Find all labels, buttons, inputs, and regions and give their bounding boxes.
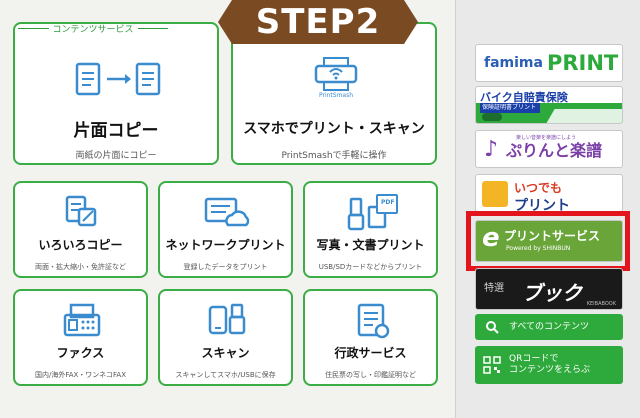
card-title: ファクス <box>56 346 105 360</box>
scan-icon <box>208 301 248 341</box>
qr-select-button[interactable]: QRコードで コンテンツをえらぶ <box>475 346 623 384</box>
e-logo-icon: e <box>482 223 500 253</box>
step-label: STEP2 <box>255 2 381 42</box>
government-doc-icon <box>353 301 393 341</box>
tile-subtitle: 保険証明書プリント <box>480 103 540 113</box>
keiba-book-tile[interactable]: 特選 ブック KEIBABOOK <box>475 268 623 310</box>
tile-title: プリントサービス <box>504 229 601 243</box>
card-subtitle: USB/SDカードなどからプリント <box>318 263 423 271</box>
pdf-badge: PDF <box>381 199 395 206</box>
tile-title: バイク自賠責保険 <box>480 91 568 104</box>
qr-code-icon <box>483 356 501 374</box>
divider <box>137 28 169 29</box>
tile-label: 特選 <box>484 283 504 294</box>
network-print-card[interactable]: ネットワークプリント 登録したデータをプリント <box>158 181 293 278</box>
decor-stripe <box>537 109 622 123</box>
card-title: ネットワークプリント <box>165 238 286 252</box>
print-sheet-music-tile[interactable]: ♪ 楽しい音楽を楽譜にしよう ぷりんと楽譜 <box>475 130 623 168</box>
various-copy-card[interactable]: いろいろコピー 両面・拡大縮小・免許証など <box>13 181 148 278</box>
all-contents-button[interactable]: すべてのコンテンツ <box>475 314 623 340</box>
card-subtitle: 国内/海外FAX・ワンネコFAX <box>34 371 126 379</box>
e-print-service-tile[interactable]: e プリントサービス Powered by SHINBUN <box>475 220 623 262</box>
card-subtitle: スキャンしてスマホ/USBに保存 <box>175 371 276 379</box>
character-illustration <box>482 181 508 207</box>
search-icon <box>483 318 501 336</box>
card-subtitle: PrintSmashで手軽に操作 <box>281 151 387 161</box>
fax-icon <box>63 303 103 339</box>
cloud-print-icon <box>204 195 250 231</box>
famima-print-tile[interactable]: famima PRINT <box>475 44 623 82</box>
card-title: いろいろコピー <box>38 238 123 252</box>
government-service-card[interactable]: 行政サービス 住民票の写し・印鑑証明など <box>303 289 438 386</box>
tile-title: いつでも <box>514 181 563 195</box>
card-title: 写真・文書プリント <box>316 238 425 252</box>
card-title: スキャン <box>201 346 250 360</box>
sidebar-title: コンテンツサービス <box>18 22 169 35</box>
button-label: QRコードで コンテンツをえらぶ <box>509 354 590 376</box>
card-subtitle: 登録したデータをプリント <box>183 263 268 271</box>
tile-subtitle: Powered by SHINBUN <box>506 245 571 252</box>
photo-document-print-card[interactable]: PDF 写真・文書プリント USB/SDカードなどからプリント <box>303 181 438 278</box>
selection-highlight <box>466 211 630 271</box>
scan-card[interactable]: スキャン スキャンしてスマホ/USBに保存 <box>158 289 293 386</box>
button-label: すべてのコンテンツ <box>509 321 590 332</box>
music-note-icon: ♪ <box>484 137 499 162</box>
divider <box>18 28 49 29</box>
tile-title: ぷりんと楽譜 <box>506 141 603 160</box>
tile-title: ブック <box>522 281 582 305</box>
card-subtitle: 住民票の写し・印鑑証明など <box>325 371 416 379</box>
itsudemo-print-tile[interactable]: いつでも プリント <box>475 174 623 212</box>
usb-sd-icon: PDF <box>347 193 399 233</box>
famima-logo-text: famima <box>484 55 543 71</box>
sidebar-title-text: コンテンツサービス <box>52 25 134 35</box>
tile-tagline: 楽しい音楽を楽譜にしよう <box>516 135 577 141</box>
card-title: スマホでプリント・スキャン <box>243 121 425 137</box>
printsmash-brand-label: PrintSmash <box>318 91 354 99</box>
card-subtitle: 両面・拡大縮小・免許証など <box>35 263 126 271</box>
copy-arrow-icon <box>73 60 163 100</box>
step-banner: STEP2 <box>218 0 418 44</box>
single-side-copy-card[interactable]: 片面コピー 両紙の片面にコピー <box>13 22 219 165</box>
motorbike-icon <box>482 113 502 121</box>
fax-card[interactable]: ファクス 国内/海外FAX・ワンネコFAX <box>13 289 148 386</box>
tile-subtitle: プリント <box>514 198 570 212</box>
bike-insurance-tile[interactable]: バイク自賠責保険 保険証明書プリント <box>475 86 623 124</box>
various-copy-icon <box>63 195 103 231</box>
print-logo-text: PRINT <box>546 51 619 75</box>
card-title: 片面コピー <box>73 121 159 141</box>
printsmash-icon: PrintSmash <box>311 52 361 102</box>
button-label-line1: QRコードで <box>509 354 559 364</box>
card-title: 行政サービス <box>334 346 407 360</box>
button-label-line2: コンテンツをえらぶ <box>509 365 591 375</box>
smartphone-print-scan-card[interactable]: PrintSmash スマホでプリント・スキャン PrintSmashで手軽に操… <box>231 22 437 165</box>
card-subtitle: 両紙の片面にコピー <box>75 151 157 161</box>
tile-footer: KEIBABOOK <box>586 301 616 307</box>
